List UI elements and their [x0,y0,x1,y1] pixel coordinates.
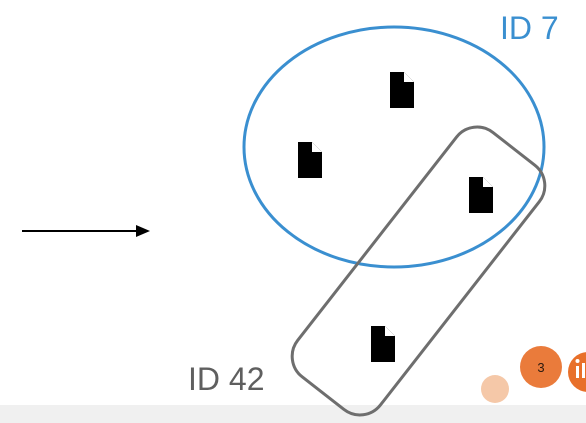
group-rect-id42 [290,125,547,417]
document-icon [371,326,395,362]
pagination-dot [481,375,509,403]
footer-band [0,405,586,423]
right-arrow-icon [22,225,150,237]
document-icon [469,177,493,213]
logo-icon [568,352,586,392]
document-icon [298,142,322,178]
group-label-id7: ID 7 [500,10,559,46]
group-ellipse-id7 [242,25,546,269]
document-icon [390,72,414,108]
group-label-id42: ID 42 [188,361,265,397]
page-number: 3 [537,360,544,375]
page-number-badge [520,346,562,388]
